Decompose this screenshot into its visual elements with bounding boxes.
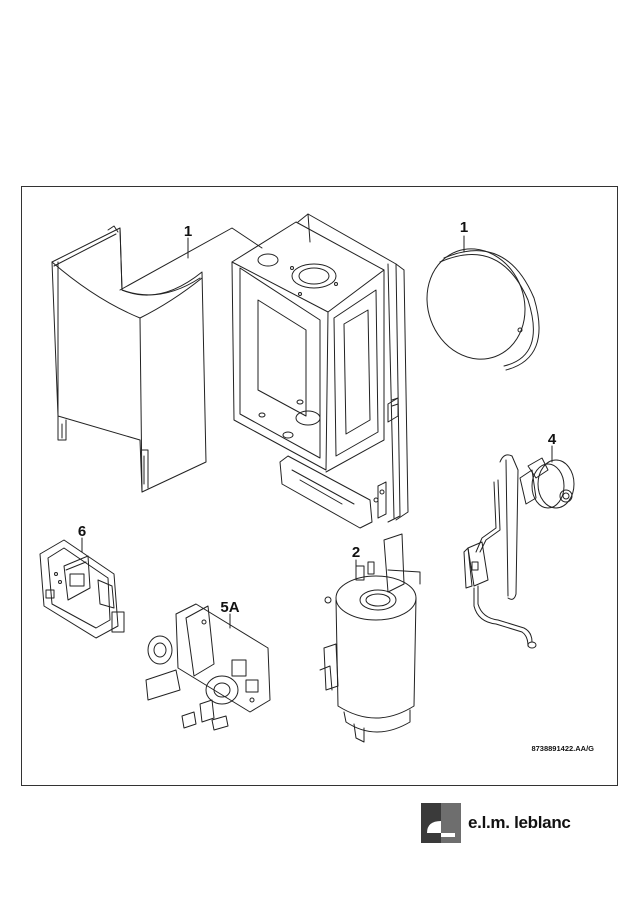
callout-hydraulic-block: 5A bbox=[220, 599, 239, 616]
diagram-frame bbox=[21, 186, 618, 786]
expansion-vessel bbox=[426, 235, 540, 371]
callout-fan: 4 bbox=[548, 431, 557, 448]
control-board bbox=[39, 537, 125, 639]
callout-casing: 1 bbox=[184, 223, 192, 240]
logo-mark-arch bbox=[427, 821, 441, 833]
callout-expansion-vessel: 1 bbox=[460, 219, 468, 236]
logo-mark-bar bbox=[441, 833, 455, 837]
boiler-chassis bbox=[231, 213, 409, 529]
reference-code: 8738891422.AA/G bbox=[531, 744, 594, 753]
hot-water-tank bbox=[319, 533, 421, 743]
front-casing-panel bbox=[51, 225, 207, 493]
casing-leader-lines bbox=[119, 227, 263, 291]
fan-assembly bbox=[463, 445, 575, 649]
callout-tank: 2 bbox=[352, 544, 360, 561]
brand-name: e.l.m. leblanc bbox=[468, 813, 571, 832]
elm-leblanc-logo-icon bbox=[421, 803, 461, 843]
brand-logo: e.l.m. leblanc bbox=[421, 803, 571, 843]
hydraulic-block bbox=[145, 603, 271, 731]
callout-control-board: 6 bbox=[78, 523, 86, 540]
